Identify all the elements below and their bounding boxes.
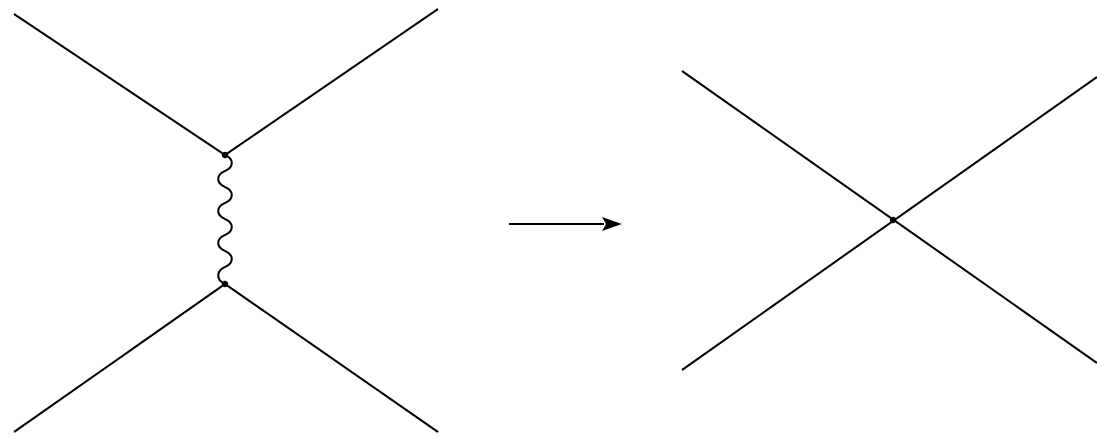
lower-vertex [221, 280, 229, 288]
upper-vertex [221, 151, 229, 159]
wavy-propagator [217, 154, 233, 285]
contact-line-ascending [681, 76, 1097, 371]
contact-line-descending [681, 70, 1097, 364]
transition-arrow [509, 217, 622, 231]
contact-diagram [681, 70, 1097, 371]
lower-right-external-line [224, 283, 439, 433]
upper-left-external-line [13, 13, 226, 156]
arrow-head [602, 217, 622, 231]
contact-vertex [889, 216, 897, 224]
lower-left-external-line [13, 283, 226, 433]
upper-right-external-line [224, 8, 439, 156]
exchange-diagram [13, 8, 439, 433]
